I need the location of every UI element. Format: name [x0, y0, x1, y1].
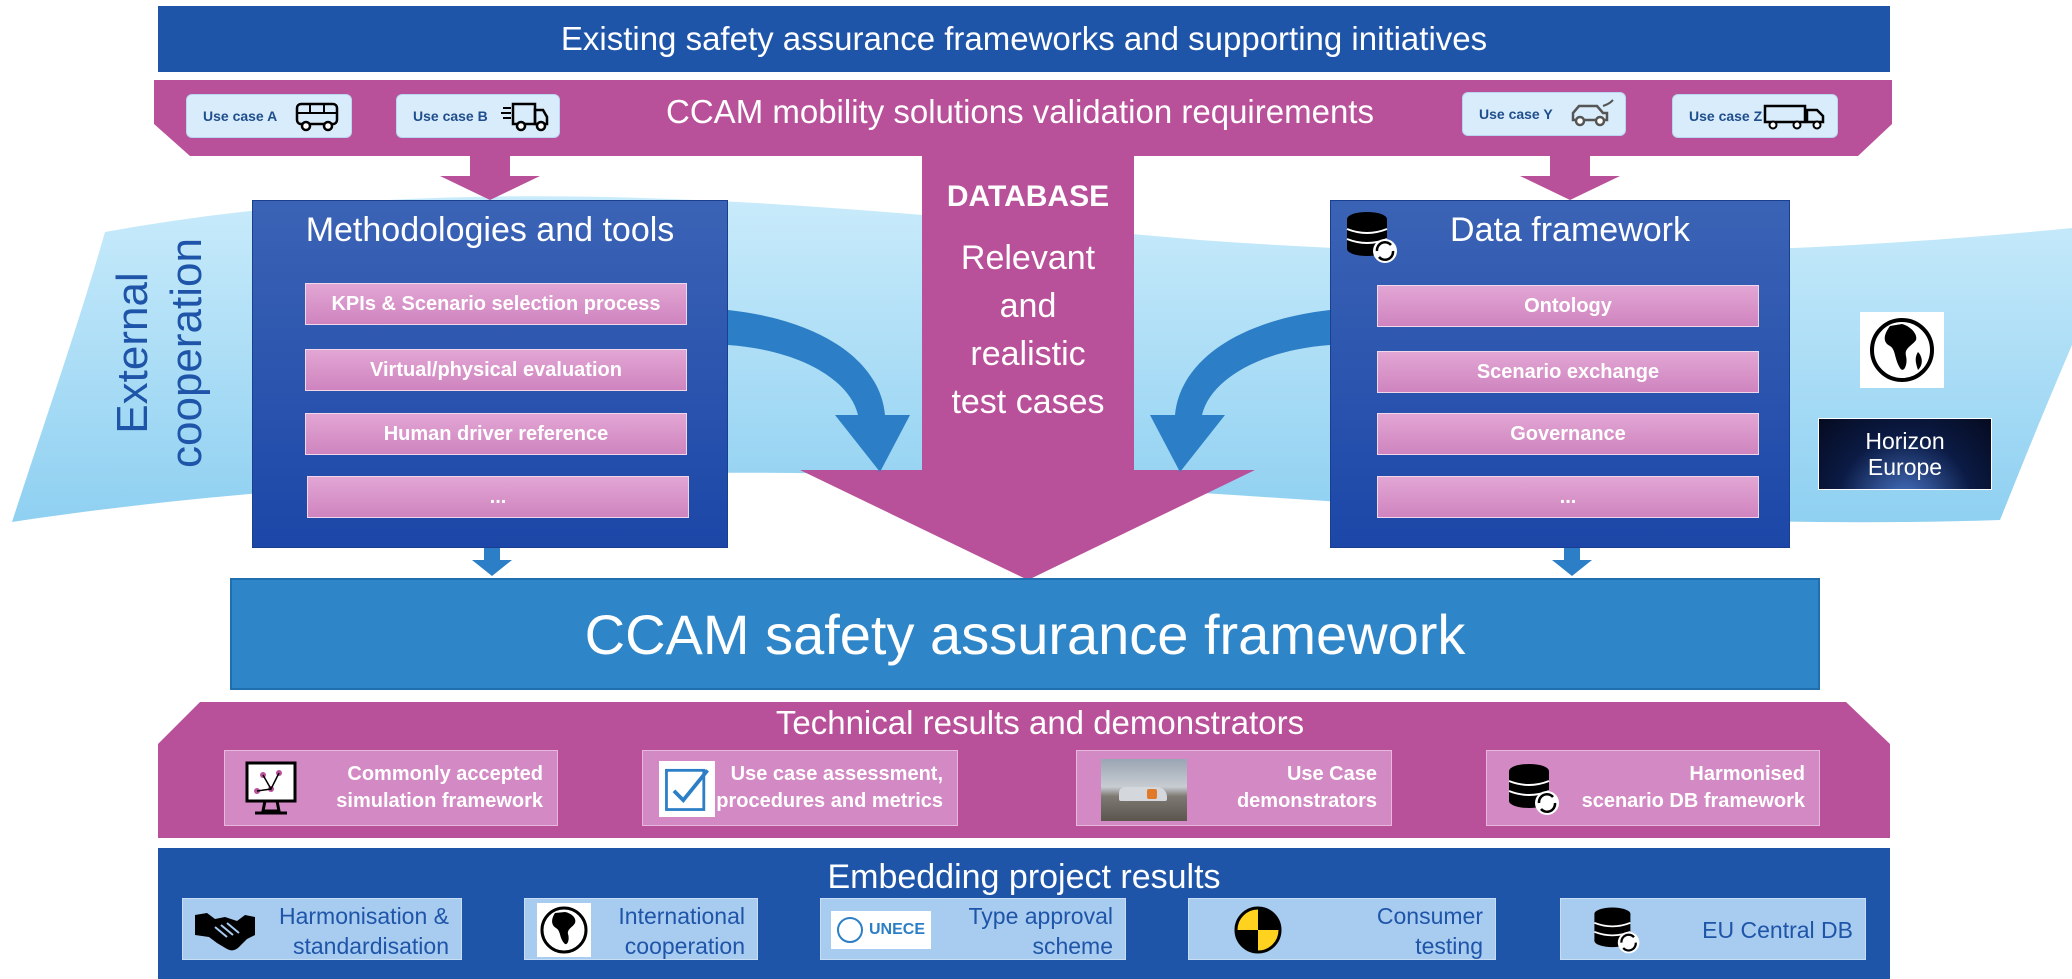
technical-result-harmonised-db: Harmonised scenario DB framework: [1486, 750, 1820, 826]
horizon-line2: Europe: [1867, 454, 1943, 480]
technical-result-line1: Use Case: [1286, 763, 1377, 785]
embedding-line1: EU Central DB: [1702, 917, 1853, 943]
arrow-to-methodologies: [440, 156, 540, 200]
technical-result-line2: procedures and metrics: [716, 790, 943, 812]
database-sync-icon: [1508, 764, 1559, 815]
embedding-line2: scheme: [1032, 933, 1113, 959]
data-framework-item: ...: [1377, 476, 1759, 518]
use-case-b: Use case B: [396, 94, 560, 138]
technical-result-line2: demonstrators: [1236, 790, 1377, 812]
globe-icon: [1870, 318, 1934, 382]
technical-result-line2: scenario DB framework: [1581, 790, 1805, 812]
embedding-line1: Type approval: [968, 903, 1113, 929]
requirements-title: CCAM mobility solutions validation requi…: [666, 93, 1374, 130]
safety-framework-box: CCAM safety assurance framework: [230, 578, 1820, 690]
top-banner: Existing safety assurance frameworks and…: [158, 6, 1890, 72]
methodologies-item: KPIs & Scenario selection process: [305, 283, 687, 325]
database-sync-icon: [1594, 907, 1640, 954]
demonstrator-photo: [1101, 759, 1187, 821]
database-line: and: [999, 287, 1057, 325]
globe-icon: [537, 903, 591, 957]
methodologies-item: Human driver reference: [305, 413, 687, 455]
simulation-computer-icon: [245, 761, 297, 815]
unece-logo-text: UNECE: [868, 921, 925, 938]
horizon-line1: Horizon: [1865, 428, 1945, 454]
technical-result-demonstrators: Use Case demonstrators: [1076, 750, 1392, 826]
data-framework-panel: Data framework Ontology Scenario exchang…: [1330, 200, 1790, 548]
use-case-label: Use case Z: [1689, 108, 1763, 124]
external-cooperation-line2: cooperation: [162, 238, 211, 468]
external-cooperation-label: External cooperation: [96, 218, 226, 488]
embedding-line2: cooperation: [624, 933, 745, 959]
database-label: DATABASE Relevant and realistic test cas…: [922, 180, 1134, 426]
embedding-consumer-testing: Consumer testing: [1188, 898, 1496, 960]
methodologies-item: Virtual/physical evaluation: [305, 349, 687, 391]
use-case-z: Use case Z: [1672, 94, 1838, 138]
handshake-icon: [195, 913, 255, 951]
data-framework-title: Data framework: [1450, 211, 1690, 249]
use-case-y: Use case Y: [1462, 92, 1626, 136]
truck-icon: [501, 102, 549, 132]
embedding-line2: standardisation: [293, 933, 449, 959]
embedding-type-approval: UNECE Type approval scheme: [820, 898, 1126, 960]
external-cooperation-line1: External: [108, 272, 157, 434]
methodologies-panel: Methodologies and tools KPIs & Scenario …: [252, 200, 728, 548]
database-line: test cases: [951, 383, 1105, 421]
un-emblem-icon: [836, 917, 863, 943]
methodologies-title: Methodologies and tools: [305, 211, 675, 249]
embedding-harmonisation: Harmonisation & standardisation: [182, 898, 462, 960]
technical-results-band: [158, 702, 1890, 838]
embedding-eu-central-db: EU Central DB: [1560, 898, 1866, 960]
technical-results-title: Technical results and demonstrators: [775, 704, 1305, 741]
technical-result-line2: simulation framework: [336, 790, 543, 812]
horizon-globe: [1860, 312, 1944, 388]
curved-arrow-right: [1150, 310, 1330, 472]
arrow-data-down: [1552, 548, 1592, 576]
requirements-band: [154, 80, 1892, 156]
technical-result-assessment: Use case assessment, procedures and metr…: [642, 750, 958, 826]
database-title: DATABASE: [946, 180, 1110, 213]
curved-arrow-left: [728, 310, 910, 472]
top-banner-title: Existing safety assurance frameworks and…: [560, 20, 1488, 57]
use-case-label: Use case Y: [1479, 106, 1553, 122]
safety-framework-title: CCAM safety assurance framework: [584, 602, 1466, 666]
use-case-a: Use case A: [186, 94, 352, 138]
technical-result-line1: Use case assessment,: [730, 763, 943, 785]
electric-car-icon: [1571, 99, 1614, 127]
crash-test-icon: [1234, 906, 1282, 954]
bus-icon: [295, 102, 339, 132]
methodologies-item: ...: [307, 476, 689, 518]
data-framework-item: Ontology: [1377, 285, 1759, 327]
database-line: realistic: [970, 335, 1086, 373]
embedding-line1: Consumer: [1376, 903, 1483, 929]
use-case-label: Use case B: [413, 108, 488, 124]
horizon-europe-logo: Horizon Europe: [1818, 418, 1992, 490]
unece-logo: UNECE: [831, 911, 931, 949]
arrow-to-data-framework: [1520, 156, 1620, 200]
technical-result-line1: Commonly accepted: [347, 763, 543, 785]
semi-truck-icon: [1763, 104, 1825, 130]
embedding-line2: testing: [1415, 933, 1483, 959]
checklist-icon: [659, 761, 715, 817]
embedding-line1: Harmonisation &: [278, 903, 449, 929]
embedding-line1: International: [618, 903, 745, 929]
use-case-label: Use case A: [203, 108, 278, 124]
car-shape: [1119, 787, 1167, 801]
car-detail: [1147, 789, 1157, 799]
data-framework-item: Governance: [1377, 413, 1759, 455]
database-arrow: [800, 156, 1255, 580]
arrow-methodologies-down: [472, 548, 512, 576]
technical-result-line1: Harmonised: [1689, 763, 1805, 785]
embedding-title: Embedding project results: [827, 857, 1221, 896]
embedding-international: International cooperation: [524, 898, 758, 960]
technical-result-simulation: Commonly accepted simulation framework: [224, 750, 558, 826]
data-framework-item: Scenario exchange: [1377, 351, 1759, 393]
database-sync-icon: [1346, 212, 1397, 263]
database-line: Relevant: [960, 239, 1096, 277]
